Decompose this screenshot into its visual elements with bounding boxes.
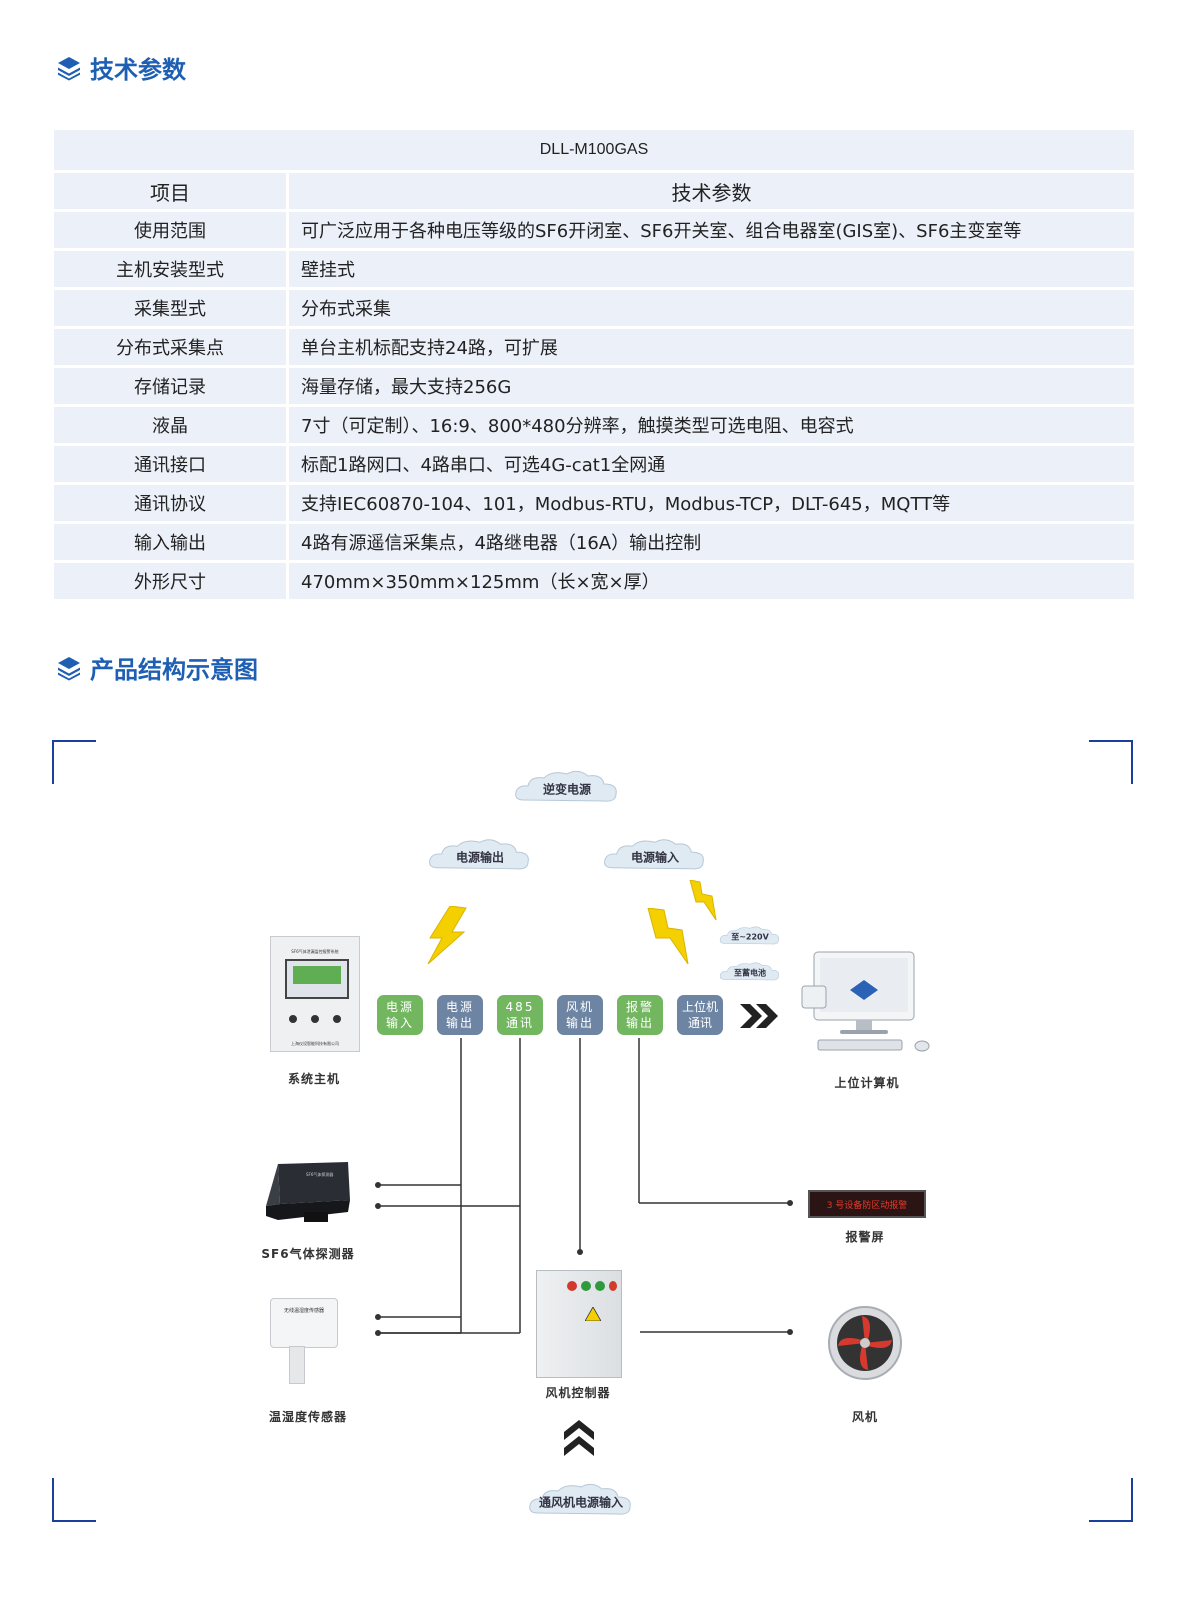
row-value: 单台主机标配支持24路，可扩展 <box>289 329 1134 365</box>
caption-fan: 风机 <box>851 1410 878 1424</box>
warning-icon <box>585 1307 601 1321</box>
port-power-input: 电源输入 <box>377 995 423 1035</box>
row-key: 使用范围 <box>54 212 289 248</box>
row-key: 分布式采集点 <box>54 329 289 365</box>
frame-corner <box>52 1478 96 1522</box>
table-row: 采集型式分布式采集 <box>54 290 1134 326</box>
caption-alarm: 报警屏 <box>845 1230 885 1244</box>
table-row: 存储记录海量存储，最大支持256G <box>54 368 1134 404</box>
section-title-tech-params: 技术参数 <box>56 50 186 85</box>
port-fan-output: 风机输出 <box>557 995 603 1035</box>
cloud-to-battery: 至蓄电池 <box>718 960 782 986</box>
frame-corner <box>52 740 96 784</box>
fan-controller-device <box>536 1270 622 1378</box>
layers-icon <box>58 656 80 680</box>
row-key: 输入输出 <box>54 524 289 560</box>
table-row: 使用范围可广泛应用于各种电压等级的SF6开闭室、SF6开关室、组合电器室(GIS… <box>54 212 1134 248</box>
temp-sensor-probe <box>289 1346 305 1384</box>
port-host-comm: 上位机通讯 <box>677 995 723 1035</box>
caption-sf6: SF6气体探测器 <box>261 1247 355 1261</box>
host-header: SF6气体泄漏监控报警系统 <box>291 949 339 954</box>
caption-host: 系统主机 <box>287 1072 340 1086</box>
row-key: 通讯协议 <box>54 485 289 521</box>
row-value: 标配1路网口、4路串口、可选4G-cat1全网通 <box>289 446 1134 482</box>
model-name: DLL-M100GAS <box>54 130 1134 170</box>
frame-corner <box>1089 1478 1133 1522</box>
alarm-screen: 3 号设备防区动报警 <box>808 1190 926 1218</box>
cloud-fan-power-input: 通风机电源输入 <box>526 1480 636 1524</box>
lightning-icon <box>689 880 717 920</box>
row-value: 可广泛应用于各种电压等级的SF6开闭室、SF6开关室、组合电器室(GIS室)、S… <box>289 212 1134 248</box>
table-model-row: DLL-M100GAS <box>54 130 1134 170</box>
frame-corner <box>1089 740 1133 784</box>
cloud-power-input: 电源输入 <box>601 836 709 878</box>
header-value: 技术参数 <box>289 173 1134 209</box>
table-header-row: 项目 技术参数 <box>54 173 1134 209</box>
host-screen <box>285 959 349 999</box>
table-row: 通讯协议支持IEC60870-104、101，Modbus-RTU，Modbus… <box>54 485 1134 521</box>
chevron-up-icon <box>564 1420 594 1456</box>
row-key: 采集型式 <box>54 290 289 326</box>
table-row: 主机安装型式壁挂式 <box>54 251 1134 287</box>
row-key: 存储记录 <box>54 368 289 404</box>
cloud-inverter: 逆变电源 <box>512 768 622 810</box>
row-key: 主机安装型式 <box>54 251 289 287</box>
system-host-device: SF6气体泄漏监控报警系统 上海仪设智能科技有限公司 <box>270 936 360 1052</box>
structure-diagram: 逆变电源 电源输出 电源输入 至~220V 至蓄电池 通风机电源输入 电源输入 … <box>0 740 1185 1600</box>
caption-temp: 温湿度传感器 <box>268 1410 347 1424</box>
row-value: 分布式采集 <box>289 290 1134 326</box>
cloud-to-220v: 至~220V <box>718 924 782 950</box>
connection-lines <box>375 1038 793 1336</box>
lightning-icon <box>647 908 689 964</box>
row-value: 海量存储，最大支持256G <box>289 368 1134 404</box>
table-row: 通讯接口标配1路网口、4路串口、可选4G-cat1全网通 <box>54 446 1134 482</box>
svg-text:SF6气体探测器: SF6气体探测器 <box>306 1171 333 1177</box>
row-key: 外形尺寸 <box>54 563 289 599</box>
sf6-detector-icon: SF6气体探测器 <box>266 1162 350 1222</box>
computer-icon <box>801 951 930 1052</box>
chevron-right-icon <box>740 1004 778 1028</box>
alarm-led-text: 3 号设备防区动报警 <box>826 1200 908 1211</box>
layers-icon <box>58 56 80 80</box>
section-title-text: 产品结构示意图 <box>90 656 258 684</box>
table-row: 分布式采集点单台主机标配支持24路，可扩展 <box>54 329 1134 365</box>
section-title-text: 技术参数 <box>90 56 186 84</box>
lightning-icon <box>427 906 467 964</box>
caption-fan-controller: 风机控制器 <box>545 1386 611 1400</box>
row-key: 液晶 <box>54 407 289 443</box>
port-power-output: 电源输出 <box>437 995 483 1035</box>
row-value: 支持IEC60870-104、101，Modbus-RTU，Modbus-TCP… <box>289 485 1134 521</box>
row-value: 7寸（可定制）、16:9、800*480分辨率，触摸类型可选电阻、电容式 <box>289 407 1134 443</box>
header-key: 项目 <box>54 173 289 209</box>
port-alarm-output: 报警输出 <box>617 995 663 1035</box>
row-value: 4路有源遥信采集点，4路继电器（16A）输出控制 <box>289 524 1134 560</box>
row-key: 通讯接口 <box>54 446 289 482</box>
section-title-structure: 产品结构示意图 <box>56 650 258 685</box>
row-value: 壁挂式 <box>289 251 1134 287</box>
fan-icon <box>828 1306 902 1380</box>
host-brand: 上海仪设智能科技有限公司 <box>291 1041 339 1046</box>
spec-table: DLL-M100GAS 项目 技术参数 使用范围可广泛应用于各种电压等级的SF6… <box>54 127 1134 602</box>
row-value: 470mm×350mm×125mm（长×宽×厚） <box>289 563 1134 599</box>
temp-sensor-device: 无线温湿度传感器 <box>270 1298 338 1348</box>
caption-computer: 上位计算机 <box>834 1076 900 1090</box>
cloud-power-output: 电源输出 <box>426 836 534 878</box>
